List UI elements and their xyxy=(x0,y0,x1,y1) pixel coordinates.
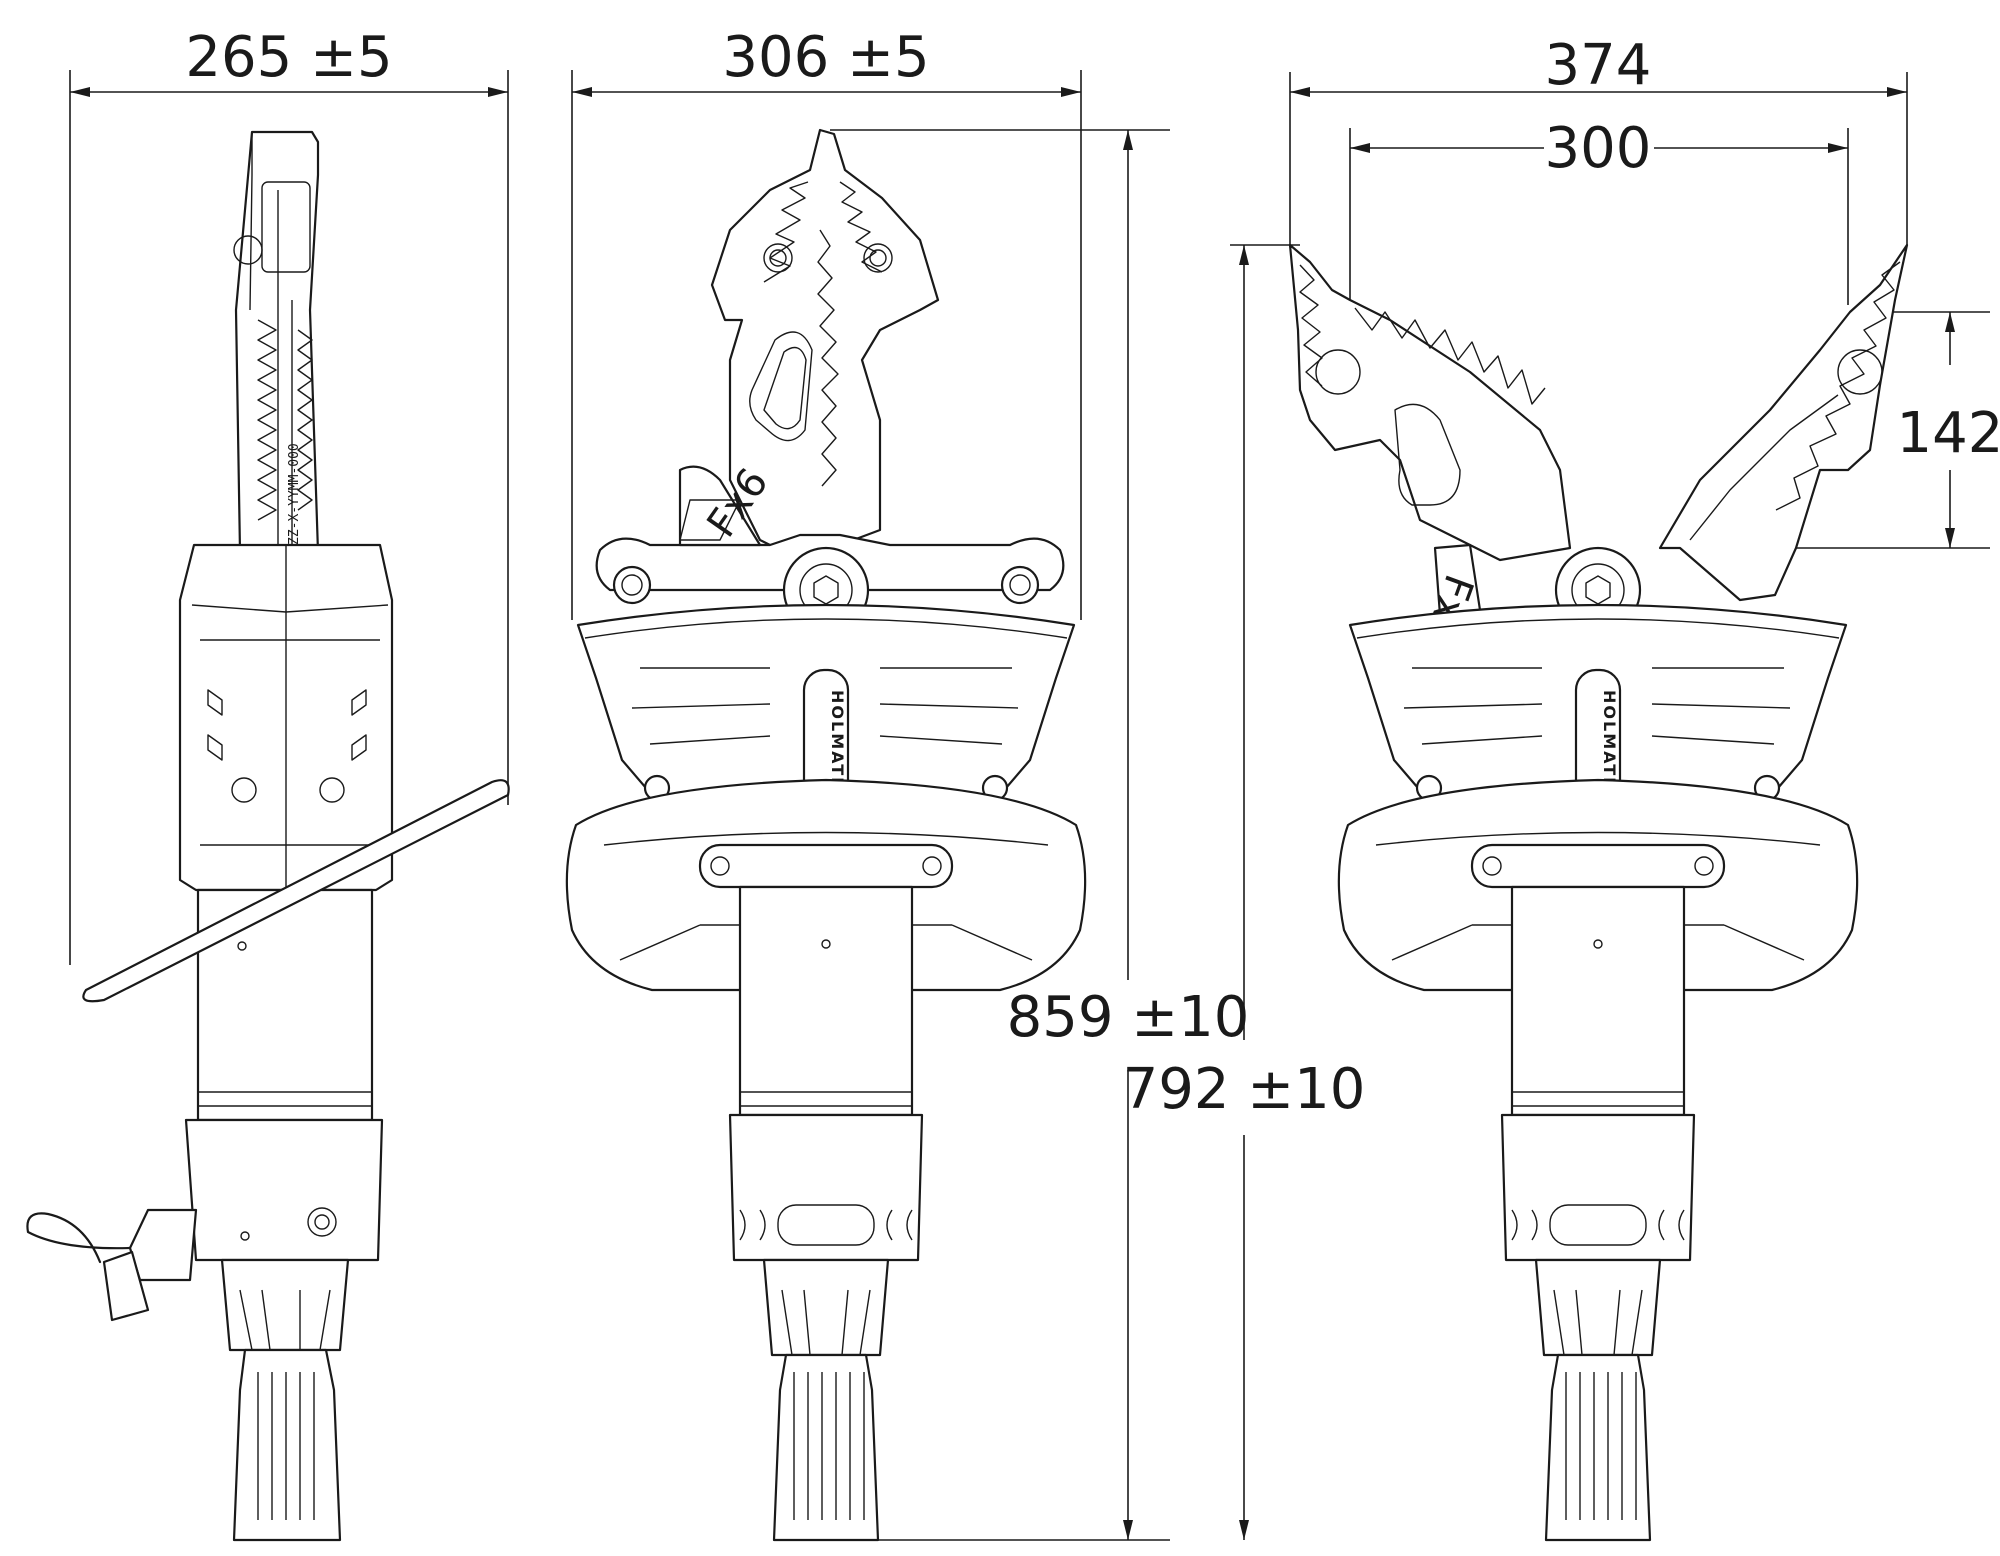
side-blade xyxy=(234,130,320,554)
open-left-jaw xyxy=(1288,243,1572,562)
front-grip xyxy=(772,1353,880,1542)
front-view: Fx6 HOLMATRO-TEC xyxy=(565,128,1087,1542)
side-carry-handle xyxy=(82,779,510,1003)
open-right-jaw xyxy=(1658,243,1909,602)
dim-open-length: 792 ±10 xyxy=(1123,1057,1366,1122)
dim-front-width: 306 ±5 xyxy=(722,25,929,90)
side-lower-body xyxy=(184,1118,384,1262)
front-cylinder xyxy=(738,885,914,1117)
side-part-code: ZZ-X-YYMM-000 xyxy=(287,443,302,545)
open-view: Fx6 HOLMATRO-TEC xyxy=(1288,243,1909,1542)
dim-open-outer: 374 xyxy=(1545,33,1652,98)
front-lower-body xyxy=(728,1113,924,1262)
dim-side-width: 265 ±5 xyxy=(185,25,392,90)
open-cylinder xyxy=(1510,885,1686,1117)
dimension-lines xyxy=(69,70,1990,1541)
dimension-labels: 265 ±5 306 ±5 374 300 142 859 ±10 792 ±1… xyxy=(185,25,2000,1122)
side-grip xyxy=(232,1348,342,1542)
dim-tip-height: 142 xyxy=(1897,401,2000,466)
side-view: ZZ-X-YYMM-000 xyxy=(26,130,510,1542)
dim-closed-length: 859 ±10 xyxy=(1007,985,1250,1050)
side-coupling xyxy=(128,1208,198,1282)
dim-open-inner: 300 xyxy=(1545,116,1652,181)
open-lower-body xyxy=(1500,1113,1696,1262)
open-grip xyxy=(1544,1353,1652,1542)
